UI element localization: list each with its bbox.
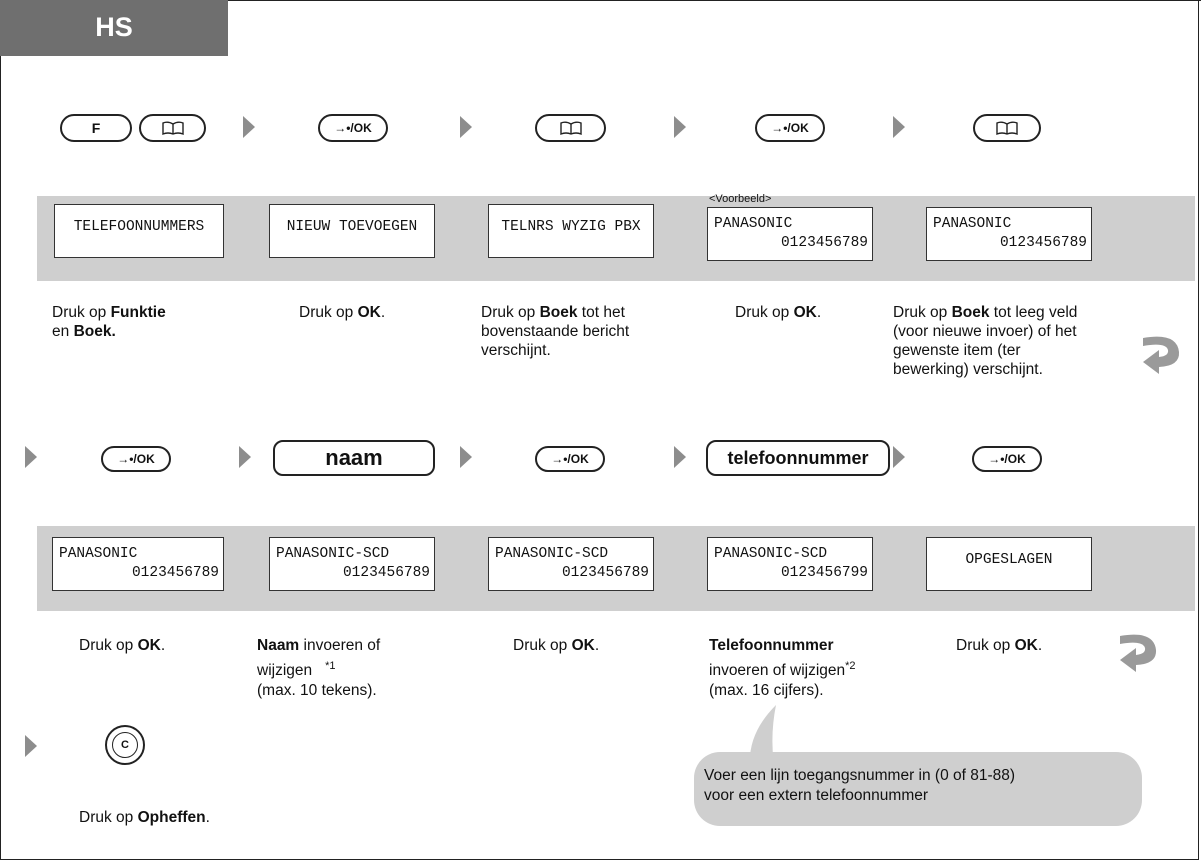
lcd-line-1: PANASONIC-SCD (714, 546, 828, 562)
section-tab-label: HS (95, 12, 133, 42)
clear-key-label: C (121, 739, 129, 751)
flow-arrow (460, 116, 472, 138)
flow-arrow (243, 116, 255, 138)
callout-pointer (749, 705, 776, 765)
flow-arrow (674, 116, 686, 138)
lcd-display: PANASONIC 0123456789 (926, 207, 1092, 261)
lcd-display: TELNRS WYZIG PBX (488, 204, 654, 258)
step-caption: Druk op OK. (79, 637, 166, 654)
ok-key[interactable]: →•/OK (972, 446, 1042, 472)
lcd-display: PANASONIC 0123456789 (707, 207, 873, 261)
step-caption: Druk op OK. (956, 637, 1043, 654)
callout-text: Voer een lijn toegangsnummer in (0 of 81… (704, 767, 1016, 804)
continue-curl-arrow (1120, 634, 1157, 672)
book-key[interactable] (139, 114, 206, 142)
lcd-line-1: PANASONIC (933, 216, 1012, 232)
example-label: <Voorbeeld> (709, 193, 772, 205)
lcd-line-2: 0123456789 (999, 235, 1087, 251)
number-entry-key-label: telefoonnummer (727, 447, 869, 468)
lcd-line-1: NIEUW TOEVOEGEN (286, 219, 418, 235)
ok-key-label: →•/OK (334, 121, 372, 135)
lcd-line-1: PANASONIC-SCD (495, 546, 609, 562)
lcd-display: NIEUW TOEVOEGEN (269, 204, 435, 258)
clear-key-face: C (112, 732, 138, 758)
ok-key[interactable]: →•/OK (755, 114, 825, 142)
lcd-line-1: PANASONIC (714, 216, 793, 232)
lcd-line-1: TELNRS WYZIG PBX (501, 219, 641, 235)
step-caption: Druk op Opheffen. (79, 809, 210, 826)
ok-key[interactable]: →•/OK (535, 446, 605, 472)
ok-key[interactable]: →•/OK (101, 446, 171, 472)
lcd-line-2: 0123456789 (780, 235, 868, 251)
step-caption: Telefoonnummer invoeren of wijzigen*2 (m… (709, 637, 856, 700)
step-caption: Druk op Boek tot het bovenstaande berich… (481, 304, 630, 359)
step-caption: Druk op Boek tot leeg veld (voor nieuwe … (893, 304, 1078, 378)
lcd-line-2: 0123456789 (561, 565, 649, 581)
section-tab: HS (0, 0, 228, 56)
lcd-line-1: OPGESLAGEN (965, 552, 1053, 568)
lcd-display: TELEFOONNUMMERS (54, 204, 224, 258)
ok-key-label: →•/OK (117, 452, 155, 466)
ok-key-label: →•/OK (551, 452, 589, 466)
footnote-marker: *2 (845, 660, 856, 672)
function-key-label: F (91, 120, 101, 136)
ok-key-label: →•/OK (988, 452, 1026, 466)
flow-arrow (893, 116, 905, 138)
book-key[interactable] (973, 114, 1041, 142)
lcd-display: OPGESLAGEN (926, 537, 1092, 591)
book-icon (559, 121, 582, 135)
lcd-display: PANASONIC 0123456789 (52, 537, 224, 591)
flow-arrow (460, 446, 472, 468)
lcd-display: PANASONIC-SCD 0123456799 (707, 537, 873, 591)
step-caption: Druk op OK. (735, 304, 822, 321)
lcd-line-2: 0123456789 (342, 565, 430, 581)
book-icon (996, 121, 1018, 135)
footnote-marker: *1 (325, 660, 336, 672)
step-caption: Druk op OK. (299, 304, 386, 321)
ok-key[interactable]: →•/OK (318, 114, 388, 142)
lcd-line-1: PANASONIC (59, 546, 138, 562)
continue-curl-arrow (1143, 336, 1180, 374)
step-caption: Druk op Funktie en Boek. (52, 304, 166, 340)
ok-key-label: →•/OK (771, 121, 809, 135)
flow-arrow (25, 446, 37, 468)
step-caption: Naam invoeren of wijzigen *1 (max. 10 te… (257, 637, 381, 700)
flow-arrow (239, 446, 251, 468)
lcd-display: PANASONIC-SCD 0123456789 (488, 537, 654, 591)
step-caption: Druk op OK. (513, 637, 600, 654)
lcd-line-2: 0123456789 (131, 565, 219, 581)
name-entry-key-label: naam (325, 445, 383, 470)
flow-arrow (674, 446, 686, 468)
book-icon (161, 121, 184, 135)
function-key[interactable]: F (60, 114, 132, 142)
lcd-display: PANASONIC-SCD 0123456789 (269, 537, 435, 591)
clear-key[interactable]: C (105, 725, 145, 765)
book-key[interactable] (535, 114, 606, 142)
lcd-line-2: 0123456799 (780, 565, 868, 581)
number-entry-key[interactable]: telefoonnummer (706, 440, 890, 476)
lcd-line-1: PANASONIC-SCD (276, 546, 390, 562)
flow-arrow (893, 446, 905, 468)
name-entry-key[interactable]: naam (273, 440, 435, 476)
lcd-line-1: TELEFOONNUMMERS (73, 219, 205, 235)
callout-bubble (694, 752, 1142, 826)
flow-arrow (25, 735, 37, 757)
